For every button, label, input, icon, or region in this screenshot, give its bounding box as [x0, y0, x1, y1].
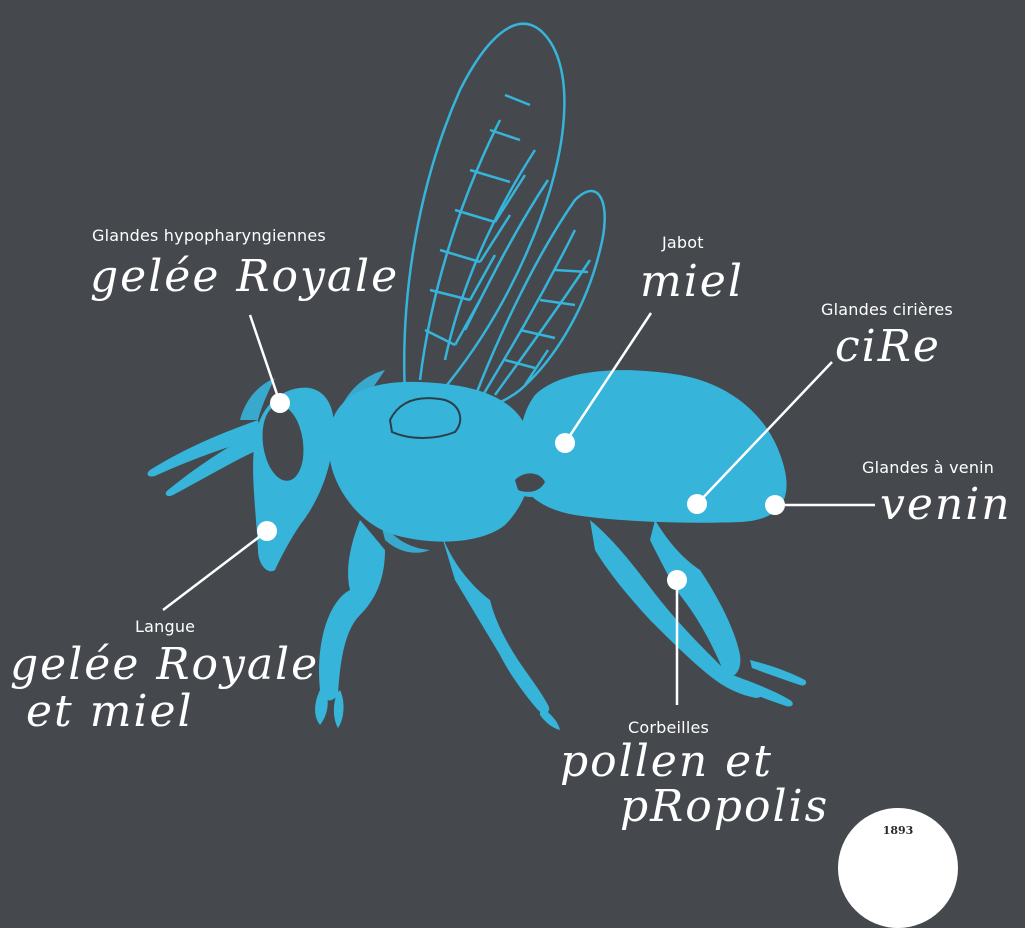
fore-wing: [404, 24, 564, 445]
label-baskets-product-line2: pRopolis: [620, 785, 829, 829]
label-tongue-product-line2: et miel: [26, 690, 194, 734]
dot-hypopharyngeal: [270, 393, 290, 413]
dot-baskets: [667, 570, 687, 590]
dot-tongue: [257, 521, 277, 541]
label-crop-gland: Jabot: [662, 233, 704, 252]
dot-venom: [765, 495, 785, 515]
label-baskets-product-line1: pollen et: [560, 740, 773, 784]
label-wax-gland: Glandes cirières: [821, 300, 953, 319]
label-tongue-gland: Langue: [135, 617, 195, 636]
seal-year: 1893: [838, 824, 958, 837]
label-wax-product: ciRe: [835, 325, 941, 369]
dot-wax: [687, 494, 707, 514]
leader-tongue: [163, 531, 267, 610]
dot-crop: [555, 433, 575, 453]
label-hypopharyngeal-product: gelée Royale: [90, 255, 399, 299]
label-baskets-gland: Corbeilles: [628, 718, 709, 737]
label-hypopharyngeal-gland: Glandes hypopharyngiennes: [92, 226, 326, 245]
label-crop-product: miel: [640, 260, 744, 304]
brand-seal: 1893: [838, 808, 958, 928]
bee-illustration: [148, 24, 807, 730]
label-venom-gland: Glandes à venin: [862, 458, 994, 477]
label-tongue-product-line1: gelée Royale: [10, 643, 319, 687]
label-venom-product: venin: [880, 483, 1012, 527]
